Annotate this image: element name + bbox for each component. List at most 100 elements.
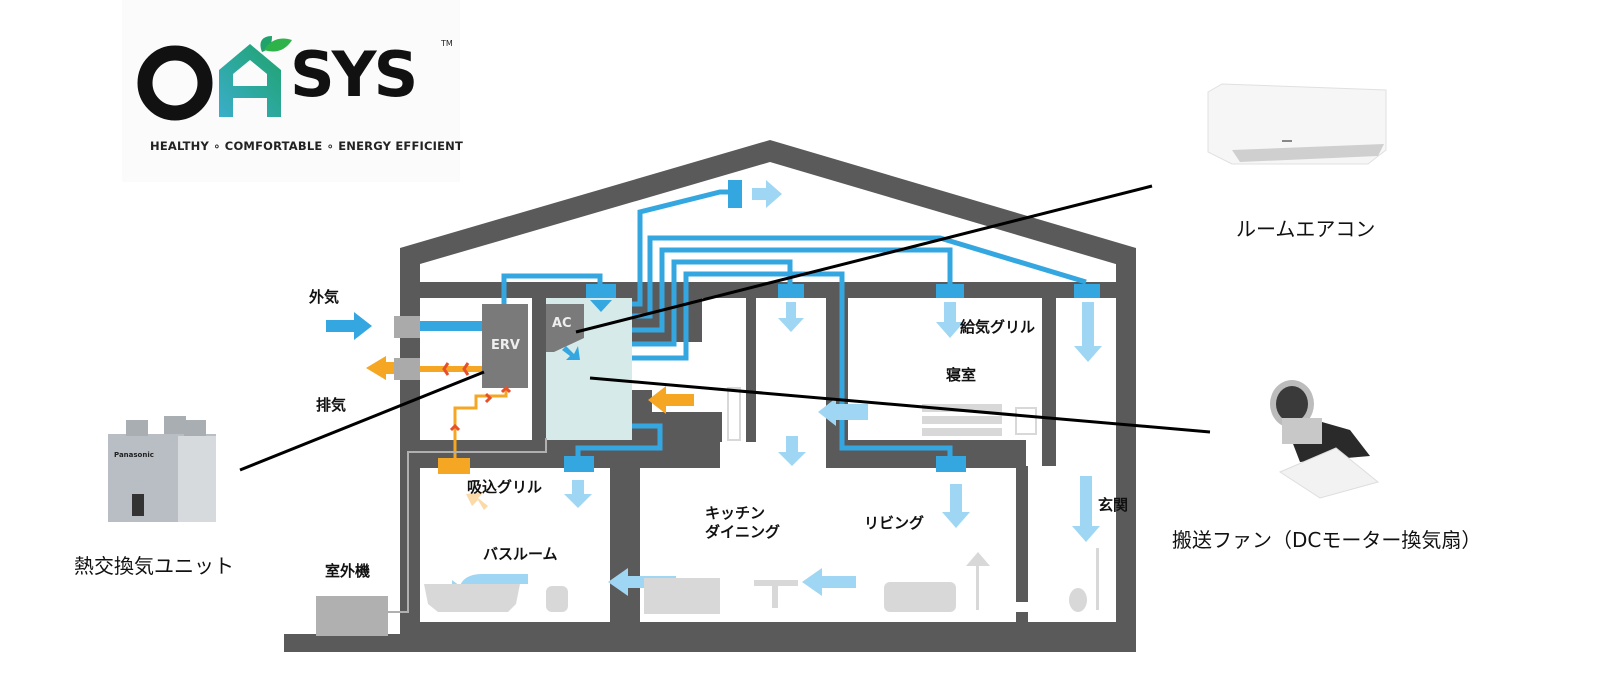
label-ac: AC (552, 316, 572, 331)
logo-trademark: TM (441, 39, 453, 48)
supply-grille (564, 456, 594, 472)
dining-table-leg (772, 586, 778, 608)
wall-stair (746, 296, 756, 442)
callout-line-ac (575, 184, 1153, 334)
down-arrow (1072, 476, 1100, 542)
label-erv: ERV (491, 338, 520, 353)
floor-lamp (976, 564, 979, 610)
logo-tagline: HEALTHY ∘ COMFORTABLE ∘ ENERGY EFFICIENT (150, 139, 464, 153)
ac-unit (546, 304, 584, 352)
return-duct (453, 388, 508, 460)
ac-airflow-arrow (562, 346, 580, 360)
logo-letter-a-house (219, 44, 281, 117)
erv-duct-port (164, 416, 186, 434)
transfer-fan-product-image (1270, 380, 1380, 499)
logo-leaf-icon (260, 36, 272, 52)
wall-erv-room-right (532, 296, 546, 442)
logo-leaf-icon (264, 38, 292, 52)
down-arrow (778, 436, 806, 466)
furniture (424, 387, 1099, 614)
stool (727, 387, 741, 441)
caption-room-ac: ルームエアコン (1236, 217, 1376, 241)
wall-entrance-low (1016, 612, 1028, 634)
refrigerant-pipe (388, 438, 547, 613)
label-entrance: 玄関 (1098, 496, 1129, 514)
bed (922, 404, 1002, 412)
bed (922, 416, 1002, 424)
erv-duct-port (126, 420, 148, 436)
coat-rack (1096, 548, 1099, 610)
supply-duct (575, 423, 663, 458)
toilet (546, 586, 568, 612)
supply-grille (936, 456, 966, 472)
floor-lamp-shade (966, 552, 990, 566)
callout-line-erv (239, 370, 485, 472)
erv-unit (482, 304, 528, 388)
return-chevron (500, 385, 512, 394)
intake-grille (438, 458, 470, 474)
supply-duct (632, 189, 732, 307)
ground-slab (284, 634, 1136, 652)
caption-erv-unit: 熱交換気ユニット (74, 554, 234, 578)
label-kitchen: キッチン ダイニング (705, 504, 780, 542)
exhaust-vent (394, 358, 420, 380)
nightstand (1015, 407, 1037, 435)
outside-air-arrow (326, 312, 372, 340)
wall-entrance (1016, 466, 1028, 602)
fan-bracket (1282, 418, 1322, 444)
supply-duct (632, 259, 793, 347)
wall-bath-kitchen (610, 466, 640, 636)
plant (1069, 588, 1087, 612)
erv-side-panel (178, 436, 216, 522)
supply-grille (1074, 284, 1100, 298)
caption-transfer-fan: 搬送ファン（DCモーター換気扇） (1172, 528, 1482, 552)
right-wall (1116, 250, 1136, 650)
transfer-arrow-living (802, 568, 856, 596)
erv-control-box (132, 494, 144, 516)
fan-grille (1278, 447, 1380, 499)
logo-letter-o (137, 45, 213, 121)
ac-supply-arrow (590, 300, 612, 312)
transfer-arrow-kitchen (608, 568, 676, 596)
room-ac-badge (1282, 140, 1292, 142)
erv-product-image (108, 416, 216, 522)
logo-letter-y: Y (331, 38, 377, 111)
down-arrow (1074, 302, 1102, 362)
label-outdoor-unit: 室外機 (325, 562, 371, 580)
supply-ducts (575, 189, 1087, 458)
exhaust-duct (420, 366, 482, 372)
bath-return-arrow (466, 492, 488, 510)
exhaust-chevron (462, 362, 470, 376)
supply-duct (632, 271, 953, 458)
transfer-arrow-orange (648, 386, 694, 414)
intake-vent (394, 316, 420, 338)
attic-air-arrow (752, 180, 782, 208)
logo-letter-s2: S (373, 38, 419, 111)
ac-supply-grille (586, 284, 616, 298)
down-arrow (936, 302, 964, 338)
exhaust-arrow (366, 356, 394, 380)
label-kitchen-line1: キッチン (705, 504, 766, 522)
fresh-air-duct (420, 321, 482, 331)
wall-closet-lower (632, 390, 652, 442)
dining-table (754, 580, 798, 586)
supply-grille (778, 284, 804, 298)
down-arrow (942, 484, 970, 528)
fan-opening (1276, 386, 1308, 422)
down-arrow (564, 480, 592, 508)
bed (922, 428, 1002, 436)
sofa (884, 582, 956, 612)
logo-letters-sys: SYS (290, 44, 418, 106)
room-ac-body (1207, 83, 1387, 165)
wall-bedroom-left (826, 296, 848, 466)
label-bedroom: 寝室 (946, 366, 977, 384)
transfer-arrow-bedroom (818, 398, 868, 426)
room-ac-product-image (1207, 83, 1387, 165)
room-ac-louver (1232, 144, 1384, 162)
logo-letter-s: S (290, 38, 335, 111)
label-intake-grille: 吸込グリル (467, 478, 543, 496)
bathtub (424, 584, 520, 612)
